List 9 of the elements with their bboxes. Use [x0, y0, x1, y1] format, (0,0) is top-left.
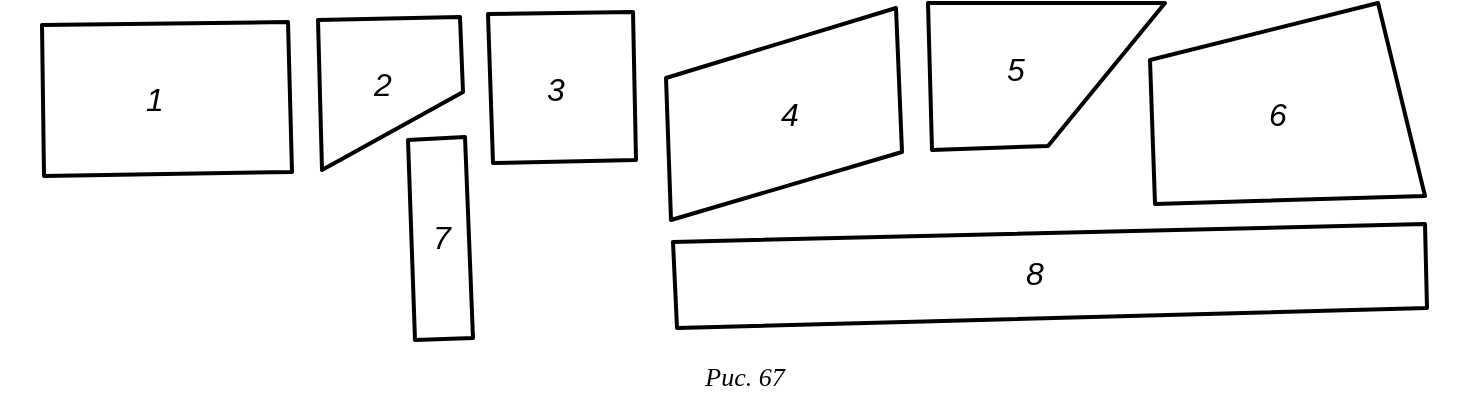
shape-number: 3	[547, 73, 565, 107]
shape-number: 7	[433, 221, 451, 255]
figure-caption: Рис. 67	[705, 363, 785, 393]
shape-number: 4	[781, 98, 799, 132]
shape-number: 2	[374, 68, 392, 102]
shape-number: 1	[146, 83, 164, 117]
shape-number: 6	[1269, 98, 1287, 132]
shape-number: 5	[1007, 53, 1025, 87]
shape-number: 8	[1026, 257, 1044, 291]
